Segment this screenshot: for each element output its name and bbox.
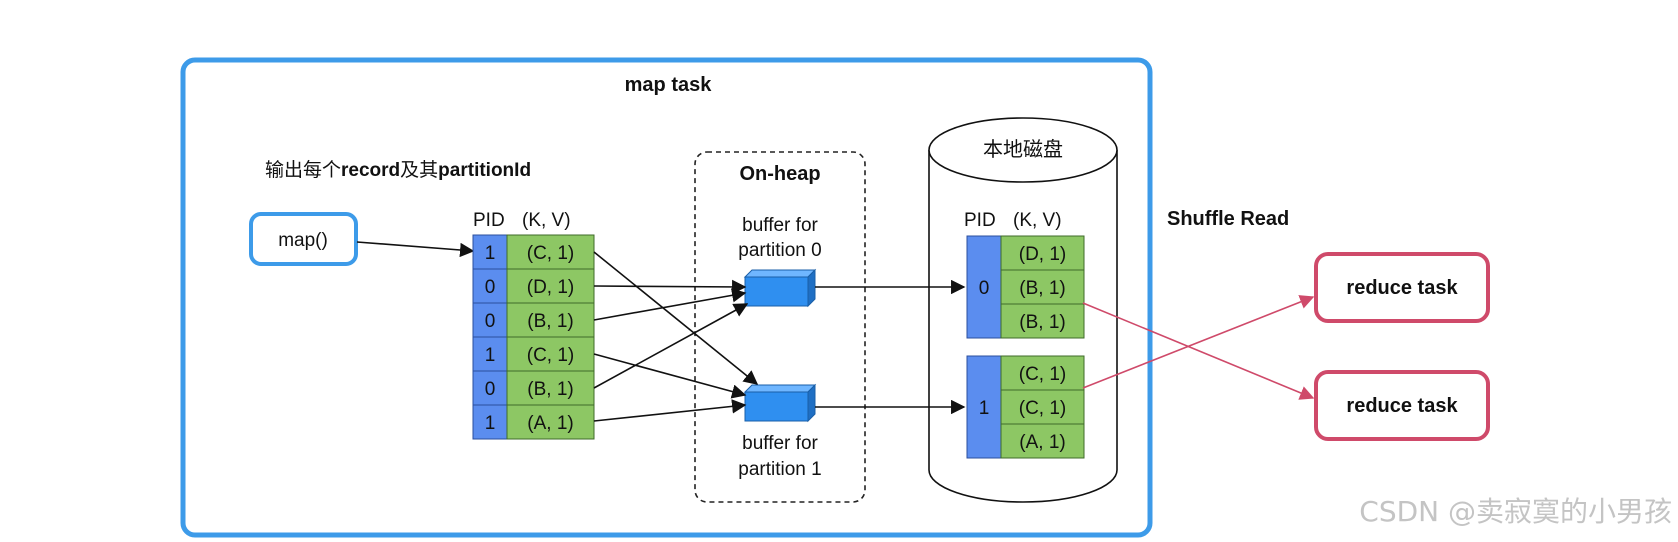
disk-kv: (C, 1) <box>1019 398 1067 419</box>
disk-partition-pid: 1 <box>979 398 990 419</box>
disk-kv: (B, 1) <box>1019 278 1065 299</box>
disk-kv: (B, 1) <box>1019 312 1065 333</box>
records-table: 1 (C, 1) 0 (D, 1) 0 (B, 1) 1 (C, 1) 0 (B, 1) 1 (A, … <box>472 234 595 440</box>
record-kv: (C, 1) <box>527 243 575 264</box>
output-note-middle: 及其 <box>400 159 438 181</box>
buffer0-label-line2: partition 0 <box>738 240 821 261</box>
disk-kv-cell <box>1000 355 1085 391</box>
disk-kv: (A, 1) <box>1019 432 1065 453</box>
disk-header-pid: PID <box>964 210 996 231</box>
record-to-buffer-arrows <box>593 251 759 422</box>
watermark: CSDN @卖寂寞的小男孩 <box>1359 495 1672 528</box>
record-pid-cell <box>472 302 508 338</box>
map-node-label: map() <box>278 230 328 251</box>
record-kv: (B, 1) <box>527 379 573 400</box>
buffer1-label-line2: partition 1 <box>738 459 821 480</box>
buffer1-label-line1: buffer for <box>742 433 818 454</box>
map-node <box>249 212 358 266</box>
disk-kv-cell <box>1000 423 1085 459</box>
reduce-task-2 <box>1314 370 1490 441</box>
partition0-to-reduce2-arrow <box>1082 302 1315 400</box>
map-task-title: map task <box>625 74 713 96</box>
record-pid-cell <box>472 404 508 440</box>
disk-kv-cell <box>1000 303 1085 339</box>
record-kv: (B, 1) <box>527 311 573 332</box>
record-pid: 1 <box>485 243 496 264</box>
reduce-task-1 <box>1314 252 1490 323</box>
map-to-records-arrow <box>356 241 475 258</box>
disk-header-kv: (K, V) <box>1013 210 1062 231</box>
record-kv: (D, 1) <box>527 277 575 298</box>
disk-kv-cell <box>1000 235 1085 271</box>
record-pid: 0 <box>485 277 496 298</box>
record-pid-cell <box>472 234 508 270</box>
record-pid-cell <box>472 336 508 372</box>
records-header-pid: PID <box>473 210 505 231</box>
output-note-partition: partitionId <box>438 160 531 181</box>
records-header-kv: (K, V) <box>522 210 571 231</box>
output-note-record: record <box>341 160 400 181</box>
disk-kv-cell <box>1000 389 1085 425</box>
record-pid: 0 <box>485 379 496 400</box>
disk-partition-pid: 0 <box>979 278 990 299</box>
disk-partition-pid-cell <box>966 235 1002 339</box>
output-note-prefix: 输出每个 <box>265 159 341 181</box>
record-kv: (A, 1) <box>527 413 573 434</box>
partition1-to-reduce1-arrow <box>1082 295 1315 389</box>
record-pid: 1 <box>485 413 496 434</box>
buffer-partition-0 <box>743 268 817 308</box>
disk-partitions: 0 (D, 1) (B, 1) (B, 1) 1 (C, 1) (C, 1) (A, 1) <box>966 235 1085 459</box>
shuffle-read-label: Shuffle Read <box>1167 208 1289 230</box>
record-kv-cell <box>506 404 595 440</box>
onheap-box <box>694 151 866 503</box>
reduce-task-1-label: reduce task <box>1346 277 1458 299</box>
reduce-task-2-label: reduce task <box>1346 395 1458 417</box>
record-kv-cell <box>506 234 595 270</box>
buffer0-label-line1: buffer for <box>742 215 818 236</box>
buffer-partition-1 <box>743 383 817 423</box>
disk-title: 本地磁盘 <box>983 138 1063 161</box>
record-pid: 1 <box>485 345 496 366</box>
map-task-frame <box>180 57 1153 538</box>
record-pid-cell <box>472 370 508 406</box>
disk-kv: (D, 1) <box>1019 244 1067 265</box>
record-pid: 0 <box>485 311 496 332</box>
disk-partition-pid-cell <box>966 355 1002 459</box>
output-note: 输出每个record及其partitionId <box>265 159 531 181</box>
onheap-title: On-heap <box>739 163 820 185</box>
disk-kv: (C, 1) <box>1019 364 1067 385</box>
disk-kv-cell <box>1000 269 1085 305</box>
record-kv: (C, 1) <box>527 345 575 366</box>
